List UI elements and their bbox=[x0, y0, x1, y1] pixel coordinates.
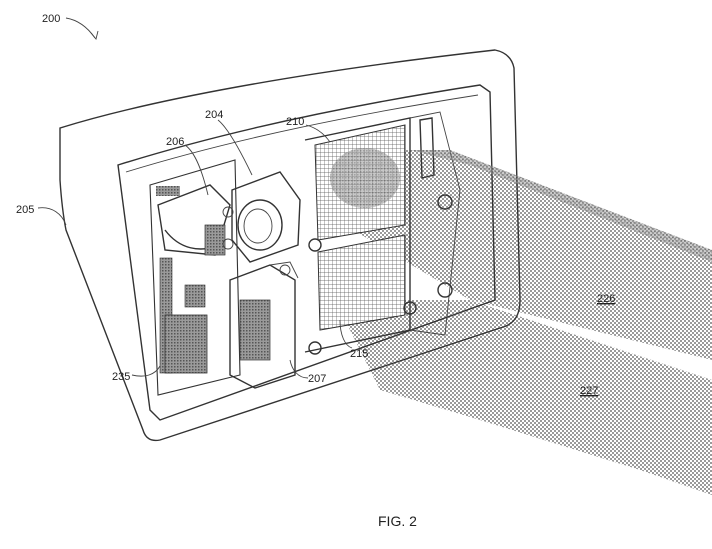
circuit-board bbox=[149, 159, 241, 396]
label-226: 226 bbox=[597, 293, 615, 305]
label-235: 235 bbox=[112, 371, 130, 383]
label-205: 205 bbox=[16, 204, 34, 216]
figure-caption: FIG. 2 bbox=[378, 513, 417, 529]
label-207: 207 bbox=[308, 373, 326, 385]
connector bbox=[157, 184, 231, 256]
light-beam-lower bbox=[335, 300, 712, 495]
camera-module bbox=[222, 171, 301, 263]
label-210: 210 bbox=[286, 116, 304, 128]
housing bbox=[59, 49, 521, 442]
label-204: 204 bbox=[205, 109, 223, 121]
filter-frame bbox=[304, 111, 461, 355]
label-206: 206 bbox=[166, 136, 184, 148]
label-200: 200 bbox=[42, 13, 60, 25]
light-beam-upper bbox=[345, 150, 712, 360]
filter-bottom bbox=[317, 234, 406, 331]
leaders bbox=[37, 17, 353, 379]
label-215: 215 bbox=[350, 348, 368, 360]
label-227: 227 bbox=[580, 385, 598, 397]
sensor-module bbox=[229, 261, 299, 389]
